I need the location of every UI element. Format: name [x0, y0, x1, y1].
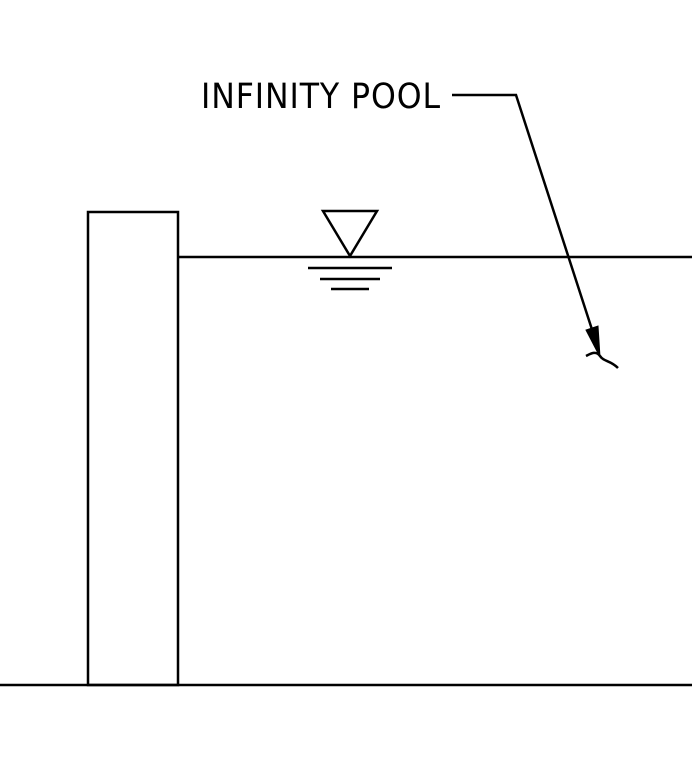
- callout-leader: [452, 93, 619, 369]
- leader-line: [452, 93, 599, 346]
- water-level-symbol: [308, 209, 392, 291]
- pool-wall: [86, 210, 180, 687]
- leader-arrowhead: [585, 325, 601, 358]
- leader-squiggle: [585, 351, 619, 369]
- water-level-triangle: [320, 209, 380, 259]
- callout-label: INFINITY POOL: [201, 77, 441, 117]
